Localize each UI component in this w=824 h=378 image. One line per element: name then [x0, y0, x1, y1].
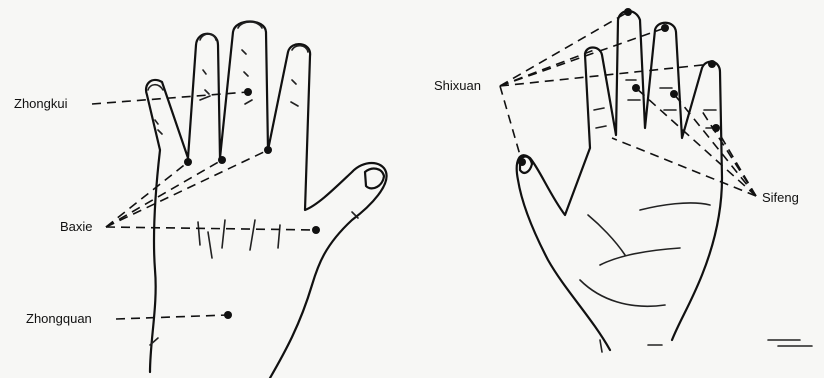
sifeng-point-ring	[712, 124, 720, 132]
right-palm-crease-3	[580, 280, 665, 306]
sifeng-leader-1	[636, 88, 756, 196]
shixuan-point-ring	[661, 24, 669, 32]
right-acupoints	[518, 8, 720, 166]
label-zhongkui: Zhongkui	[14, 96, 67, 112]
shixuan-point-thumb	[518, 158, 526, 166]
zhongquan-point	[224, 311, 232, 319]
right-hand-outline	[517, 11, 722, 350]
left-hand-outline	[146, 22, 387, 378]
left-leader-lines	[92, 92, 316, 319]
label-zhongquan: Zhongquan	[26, 311, 92, 327]
right-thumb-crease	[588, 215, 625, 255]
sifeng-leader-5	[612, 138, 756, 196]
right-wrist-marks	[600, 340, 812, 352]
sifeng-point-index	[632, 84, 640, 92]
sifeng-point-middle	[670, 90, 678, 98]
baxie-leader-2	[106, 160, 222, 227]
baxie-point-2	[218, 156, 226, 164]
left-hand-dorsal	[146, 22, 387, 378]
label-sifeng: Sifeng	[762, 190, 799, 206]
left-acupoints	[184, 88, 320, 319]
label-baxie: Baxie	[60, 219, 93, 235]
zhongkui-point	[244, 88, 252, 96]
left-thumb-nail	[365, 169, 384, 189]
baxie-point-3	[264, 146, 272, 154]
baxie-point-4	[312, 226, 320, 234]
zhongquan-leader	[116, 315, 228, 319]
right-palm-crease-2	[640, 203, 710, 210]
baxie-leader-4	[106, 227, 316, 230]
left-nail-index	[148, 85, 163, 90]
shixuan-leader-5	[500, 86, 522, 162]
right-leader-lines	[500, 12, 756, 196]
shixuan-point-little	[708, 60, 716, 68]
shixuan-point-middle	[624, 8, 632, 16]
left-metacarpal-lines	[198, 220, 280, 258]
baxie-point-1	[184, 158, 192, 166]
label-shixuan: Shixuan	[434, 78, 481, 94]
right-palm-crease-1	[600, 248, 680, 265]
